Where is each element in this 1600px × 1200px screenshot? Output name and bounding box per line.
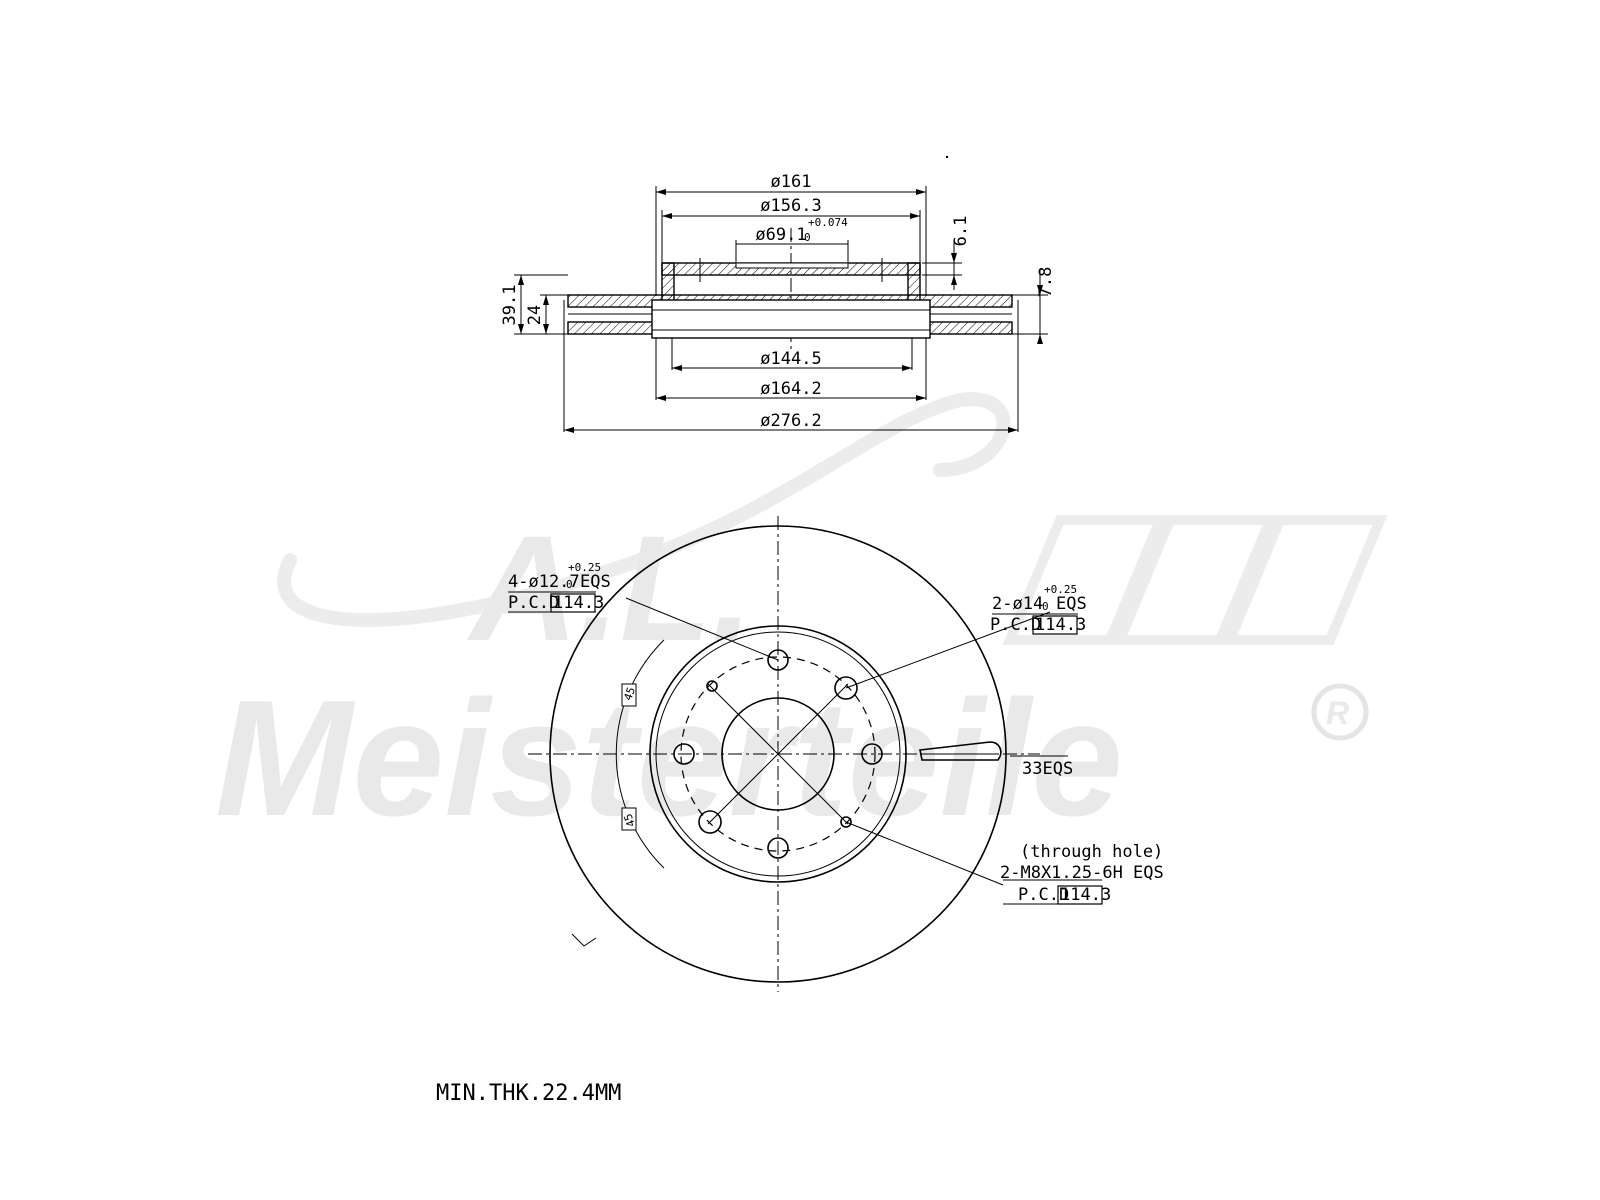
watermark-brand: Meisterteile <box>215 666 1123 850</box>
pilot-hole-upper-right <box>834 676 858 700</box>
vanes-callout: 33EQS <box>1022 759 1073 779</box>
bolt-holes-tol-upper: +0.25 <box>568 561 601 574</box>
callout-leaders <box>508 591 1102 905</box>
watermark-registered-mark: R <box>1326 695 1349 731</box>
dim-h7-8: 7.8 <box>1036 267 1056 298</box>
bolt-holes-pcd-value: 114.3 <box>553 593 604 613</box>
pilot-holes-callout: 2-ø14 <box>992 594 1043 614</box>
pilot-hole-lower-left <box>698 810 722 834</box>
section-arrowheads <box>518 189 1043 433</box>
bolt-hole-bottom <box>767 837 789 859</box>
pilot-holes-suffix: EQS <box>1056 594 1087 614</box>
watermark-logo-initials: A.L. <box>466 504 753 672</box>
threaded-holes-pcd-box <box>1057 885 1103 905</box>
threaded-hole-upper-left <box>706 680 718 692</box>
bolt-holes-tol-lower: 0 <box>566 578 573 591</box>
dim-h39-1: 39.1 <box>500 285 520 326</box>
section-view: ø161 ø156.3 ø69.1 +0.074 0 ø144.5 ø164.2… <box>500 172 1056 433</box>
hat-outer-ring <box>649 625 907 883</box>
pilot-holes-pcd-label: P.C.D <box>990 615 1041 635</box>
section-dimension-lines <box>520 191 1041 431</box>
hat-bore <box>735 262 849 269</box>
angle-top-box <box>621 683 637 707</box>
threaded-holes-pcd-label: P.C.D <box>1018 885 1069 905</box>
pilot-holes-pcd-value: 114.3 <box>1035 615 1086 635</box>
pilot-holes-tol-upper: +0.25 <box>1044 583 1077 596</box>
dim-d161: ø161 <box>771 172 812 192</box>
watermark-registered-ring <box>1311 683 1369 741</box>
dim-d276-2: ø276.2 <box>760 411 821 431</box>
dim-h24: 24 <box>525 305 545 325</box>
diag-line-2 <box>707 683 849 825</box>
threaded-holes-note: (through hole) <box>1020 842 1163 862</box>
front-view: 45 45 4-ø12.7 +0.25 0 EQS P.C.D 114.3 2-… <box>508 516 1164 992</box>
bolt-hole-left <box>673 743 695 765</box>
section-extension-lines <box>514 186 1048 432</box>
pcd-circle <box>680 656 876 852</box>
dim-d156-3: ø156.3 <box>760 196 821 216</box>
pilot-holes-tol-lower: 0 <box>1042 600 1049 613</box>
dim-h6-1: 6.1 <box>951 216 971 247</box>
hub-cutout <box>651 299 931 339</box>
bolt-hole-top <box>767 649 789 671</box>
threaded-holes-callout: 2-M8X1.25-6H EQS <box>1000 863 1164 883</box>
hat-inner-ring <box>655 631 901 877</box>
disc-outer-edge <box>549 525 1007 983</box>
dim-d144-5: ø144.5 <box>760 349 821 369</box>
angle-top-label: 45 <box>621 685 638 702</box>
view-mark <box>571 933 597 947</box>
threaded-hole-lower-right <box>840 816 852 828</box>
angle-arc <box>615 639 665 869</box>
bolt-hole-right <box>861 743 883 765</box>
watermark: A.L. Meisterteile R <box>215 392 1388 850</box>
bolt-holes-callout: 4-ø12.7 <box>508 572 580 592</box>
dim-d69-1-tol-upper: +0.074 <box>808 216 848 229</box>
min-thickness-note: MIN.THK.22.4MM <box>436 1081 621 1106</box>
bolt-holes-pcd-label: P.C.D <box>508 593 559 613</box>
dim-d69-1-tol-lower: 0 <box>804 231 811 244</box>
center-bore <box>721 697 835 811</box>
angle-bottom-box <box>621 807 637 831</box>
vane-detail <box>919 741 1002 761</box>
watermark-swoosh <box>277 392 1011 627</box>
angle-bottom-label: 45 <box>621 812 638 829</box>
watermark-stripes <box>1002 515 1388 645</box>
bolt-holes-pcd-box <box>550 593 596 613</box>
bolt-holes <box>673 649 883 859</box>
dim-d69-1: ø69.1 <box>755 225 806 245</box>
pilot-holes-pcd-box <box>1032 615 1078 635</box>
dim-d164-2: ø164.2 <box>760 379 821 399</box>
threaded-holes-pcd-value: 114.3 <box>1060 885 1111 905</box>
stray-mark <box>945 155 949 159</box>
bolt-holes-suffix: EQS <box>580 572 611 592</box>
